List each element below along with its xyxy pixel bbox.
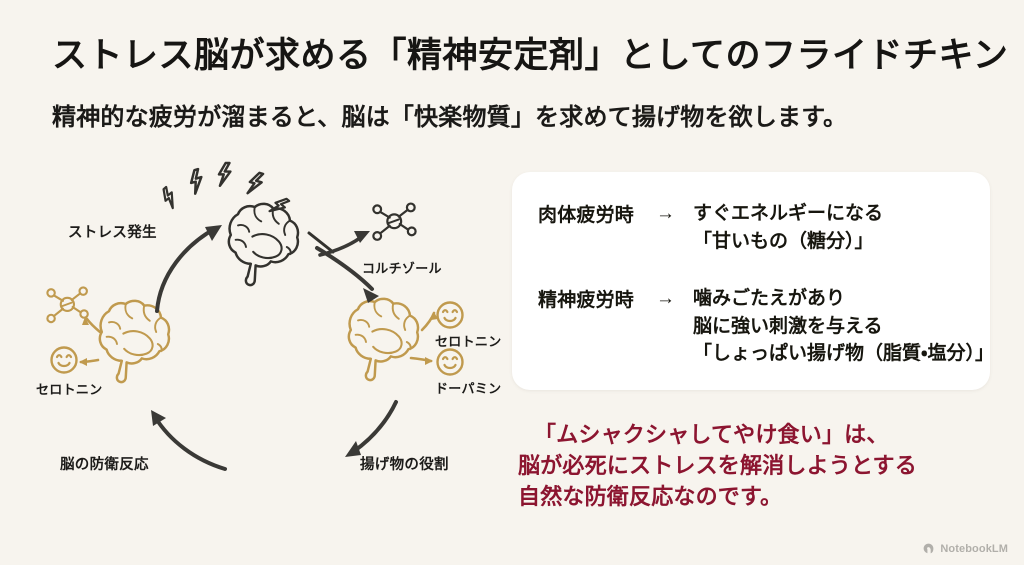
arrowhead-stress-occurs xyxy=(205,225,222,241)
card-row-description: 噛みごたえがあり 脳に強い刺激を与える 「しょっぱい揚げ物（脂質・塩分）」 xyxy=(693,285,994,368)
arrowhead-reward-brain xyxy=(363,288,379,303)
arrow-to-reward-brain xyxy=(315,246,374,291)
notebooklm-watermark: NotebookLM xyxy=(922,542,1008,555)
diagram-label-fried-food-role: 揚げ物の役割 xyxy=(360,457,449,473)
arrow-brain-defense xyxy=(153,415,227,471)
stress-ray-right xyxy=(307,231,335,254)
arrowhead-fried-food-role xyxy=(345,441,361,457)
card-row: 精神疲労時 → 噛みごたえがあり 脳に強い刺激を与える 「しょっぱい揚げ物（脂質… xyxy=(538,285,994,368)
diagram-icon-layer xyxy=(46,161,464,384)
arrowhead-molecule-left xyxy=(82,317,89,325)
diagram-arrow-layer xyxy=(151,225,398,471)
page-title: ストレス脳が求める「精神安定剤」としてのフライドチキン xyxy=(52,36,1009,75)
conclusion-line: 「ムシャクシャしてやけ食い」は、 xyxy=(534,422,889,447)
arrow-brain-to-molecule-left xyxy=(85,317,102,334)
arrowhead-serotonin xyxy=(431,312,438,320)
arrow-stress-occurs xyxy=(155,226,218,313)
diagram-label-cortisol: コルチゾール xyxy=(362,261,442,276)
arrow-glyph: → xyxy=(656,203,676,224)
watermark-label: NotebookLM xyxy=(940,542,1008,555)
arrowhead-cortisol xyxy=(354,231,370,243)
fatigue-comparison-card: 肉体疲労時 → すぐエネルギーになる 「甘いもの（糖分）」 精神疲労時 → 噛み… xyxy=(512,172,994,390)
arrow-fried-food-role xyxy=(351,400,398,454)
diagram-label-serotonin-right: セロトニン xyxy=(435,334,502,349)
arrowhead-brain-defense xyxy=(151,410,166,426)
card-row: 肉体疲労時 → すぐエネルギーになる 「甘いもの（糖分）」 xyxy=(538,200,883,255)
arrow-glyph: → xyxy=(656,288,676,309)
diagram-label-serotonin-left: セロトニン xyxy=(36,382,103,397)
conclusion-line: 脳が必死にストレスを解消しようとする xyxy=(518,453,917,479)
card-row-description-line: すぐエネルギーになる xyxy=(693,203,884,224)
diagram-label-stress-occurs: ストレス発生 xyxy=(68,225,157,241)
card-row-description-line: 噛みごたえがあり xyxy=(693,288,846,309)
stress-cycle-diagram: ストレス発生 コルチゾール セロトニン ドーパミン セロトニン 脳の防衛反応 揚… xyxy=(20,155,520,555)
diagram-label-dopamine: ドーパミン xyxy=(435,381,502,396)
card-row-description-line: 脳に強い刺激を与える xyxy=(693,315,883,337)
card-row-description: すぐエネルギーになる 「甘いもの（糖分）」 xyxy=(693,200,883,255)
card-row-term: 精神疲労時 xyxy=(538,290,635,311)
card-row-term: 肉体疲労時 xyxy=(538,205,635,226)
conclusion-text: 「ムシャクシャしてやけ食い」は、 脳が必死にストレスを解消しようとする 自然な防… xyxy=(518,419,988,513)
page-subtitle: 精神的な疲労が溜まると、脳は「快楽物質」を求めて揚げ物を欲します。 xyxy=(52,104,848,131)
fried-chicken-drumstick-icon xyxy=(220,559,356,565)
diagram-label-brain-defense: 脳の防衛反応 xyxy=(60,457,149,473)
conclusion-line: 自然な防衛反応なのです。 xyxy=(518,484,783,510)
card-row-description-line: 「甘いもの（糖分）」 xyxy=(693,230,874,252)
notebooklm-logo-icon xyxy=(924,543,934,554)
card-row-description-line: 「しょっぱい揚げ物（脂質・塩分）」 xyxy=(693,343,994,365)
arrowhead-smiley-left xyxy=(79,358,87,366)
arrowhead-dopamine xyxy=(425,357,433,365)
